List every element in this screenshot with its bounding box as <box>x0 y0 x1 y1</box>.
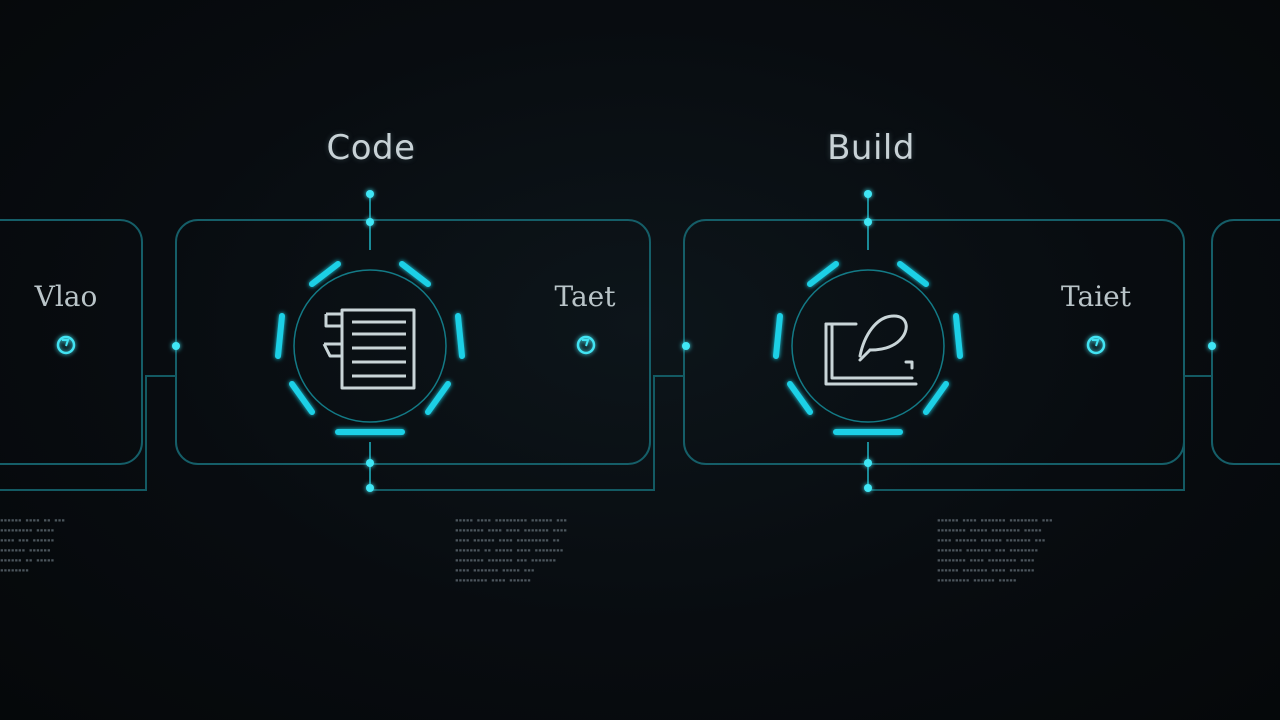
caption-line: ▪▪▪▪▪▪▪▪ <box>0 567 29 574</box>
caption-line: ▪▪▪▪▪▪▪▪ ▪▪▪▪ ▪▪▪▪ ▪▪▪▪▪▪▪ ▪▪▪▪ <box>455 527 567 534</box>
caption-line: ▪▪▪▪ ▪▪▪▪▪▪▪ ▪▪▪▪▪ ▪▪▪ <box>455 567 535 574</box>
caption-line: ▪▪▪▪▪▪▪▪▪ ▪▪▪▪▪▪ ▪▪▪▪▪ <box>937 577 1017 584</box>
stage-stems <box>369 192 869 488</box>
caption-line: ▪▪▪▪ ▪▪▪▪▪▪ ▪▪▪▪▪▪ ▪▪▪▪▪▪▪ ▪▪▪ <box>937 537 1046 544</box>
stage-label-build: Build <box>827 128 915 168</box>
node <box>172 342 180 350</box>
caption-line: ▪▪▪▪▪▪▪▪ ▪▪▪▪ ▪▪▪▪▪▪▪▪ ▪▪▪▪ <box>937 557 1035 564</box>
caption-line: ▪▪▪▪▪▪▪▪ ▪▪▪▪▪▪▪ ▪▪▪ ▪▪▪▪▪▪▪ <box>455 557 557 564</box>
node <box>366 459 374 467</box>
caption-line: ▪▪▪▪▪▪▪▪▪ ▪▪▪▪▪ <box>0 527 55 534</box>
code-stage-octagon <box>275 261 465 435</box>
build-icon <box>824 314 918 386</box>
caption-line: ▪▪▪▪▪▪ ▪▪▪▪▪▪▪ ▪▪▪▪ ▪▪▪▪▪▪▪ <box>937 567 1035 574</box>
caption-left: ▪▪▪▪▪▪ ▪▪▪▪ ▪▪ ▪▪▪ ▪▪▪▪▪▪▪▪▪ ▪▪▪▪▪ ▪▪▪▪ … <box>0 516 80 576</box>
ring-icon <box>56 335 76 355</box>
node <box>864 484 872 492</box>
document-icon <box>322 308 416 390</box>
node <box>682 342 690 350</box>
ring-icons <box>56 335 1106 355</box>
stage-label-code: Code <box>326 128 416 168</box>
caption-line: ▪▪▪▪▪▪ ▪▪▪▪ ▪▪▪▪▪▪▪ ▪▪▪▪▪▪▪▪ ▪▪▪ <box>937 517 1053 524</box>
side-label-left: Vlao <box>34 280 98 313</box>
node <box>864 459 872 467</box>
caption-center: ▪▪▪▪▪ ▪▪▪▪ ▪▪▪▪▪▪▪▪▪ ▪▪▪▪▪▪ ▪▪▪ ▪▪▪▪▪▪▪▪… <box>455 516 645 586</box>
caption-line: ▪▪▪▪▪▪▪▪ ▪▪▪▪▪ ▪▪▪▪▪▪▪▪ ▪▪▪▪▪ <box>937 527 1042 534</box>
caption-line: ▪▪▪▪▪▪▪▪▪ ▪▪▪▪ ▪▪▪▪▪▪ <box>455 577 531 584</box>
node <box>366 484 374 492</box>
panel-left <box>0 219 143 465</box>
caption-line: ▪▪▪▪▪▪▪ ▪▪▪▪▪▪▪ ▪▪▪ ▪▪▪▪▪▪▪▪ <box>937 547 1039 554</box>
nodes <box>172 190 1216 492</box>
side-label-right: Taiet <box>1061 280 1131 313</box>
node <box>864 218 872 226</box>
panel-right <box>1211 219 1280 465</box>
ring-icon <box>576 335 596 355</box>
caption-line: ▪▪▪▪ ▪▪▪ ▪▪▪▪▪▪ <box>0 537 55 544</box>
node <box>366 218 374 226</box>
caption-line: ▪▪▪▪▪ ▪▪▪▪ ▪▪▪▪▪▪▪▪▪ ▪▪▪▪▪▪ ▪▪▪ <box>455 517 567 524</box>
caption-line: ▪▪▪▪▪▪ ▪▪▪▪ ▪▪ ▪▪▪ <box>0 517 66 524</box>
node <box>864 190 872 198</box>
panel-build <box>683 219 1185 465</box>
build-stage-octagon <box>773 261 963 435</box>
caption-right: ▪▪▪▪▪▪ ▪▪▪▪ ▪▪▪▪▪▪▪ ▪▪▪▪▪▪▪▪ ▪▪▪ ▪▪▪▪▪▪▪… <box>937 516 1127 586</box>
caption-line: ▪▪▪▪▪▪▪ ▪▪ ▪▪▪▪▪ ▪▪▪▪ ▪▪▪▪▪▪▪▪ <box>455 547 564 554</box>
node <box>1208 342 1216 350</box>
caption-line: ▪▪▪▪ ▪▪▪▪▪▪ ▪▪▪▪ ▪▪▪▪▪▪▪▪▪ ▪▪ <box>455 537 560 544</box>
ring-icon <box>1086 335 1106 355</box>
side-label-center: Taet <box>554 280 616 313</box>
caption-line: ▪▪▪▪▪▪ ▪▪ ▪▪▪▪▪ <box>0 557 55 564</box>
connectors <box>0 375 1212 491</box>
node <box>366 190 374 198</box>
caption-line: ▪▪▪▪▪▪▪ ▪▪▪▪▪▪ <box>0 547 51 554</box>
